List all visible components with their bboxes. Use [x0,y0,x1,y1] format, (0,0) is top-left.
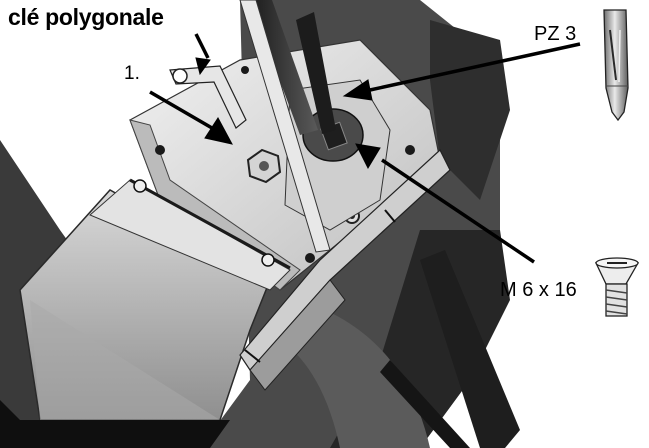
callout-arrows [149,33,581,264]
bit-size-label: PZ 3 [534,23,577,45]
arrow-icon [381,158,535,264]
arrow-icon [342,79,373,101]
arrow-icon [204,117,233,145]
screw-size-label: M 6 x 16 [500,279,577,301]
arrow-icon [355,143,381,170]
arrow-icon [369,42,581,92]
countersunk-screw-icon [594,257,640,317]
side-rail [239,149,451,391]
box-wrench [169,65,247,129]
screwdriver-bit-icon [603,9,629,122]
wrench-label: clé polygonale [8,4,164,30]
arrow-icon [149,90,213,130]
outlet-chute [0,178,291,448]
arrow-icon [194,33,210,59]
arrow-icon [195,57,211,76]
screwdriver [239,0,336,253]
step-number-label: 1. [124,63,140,84]
